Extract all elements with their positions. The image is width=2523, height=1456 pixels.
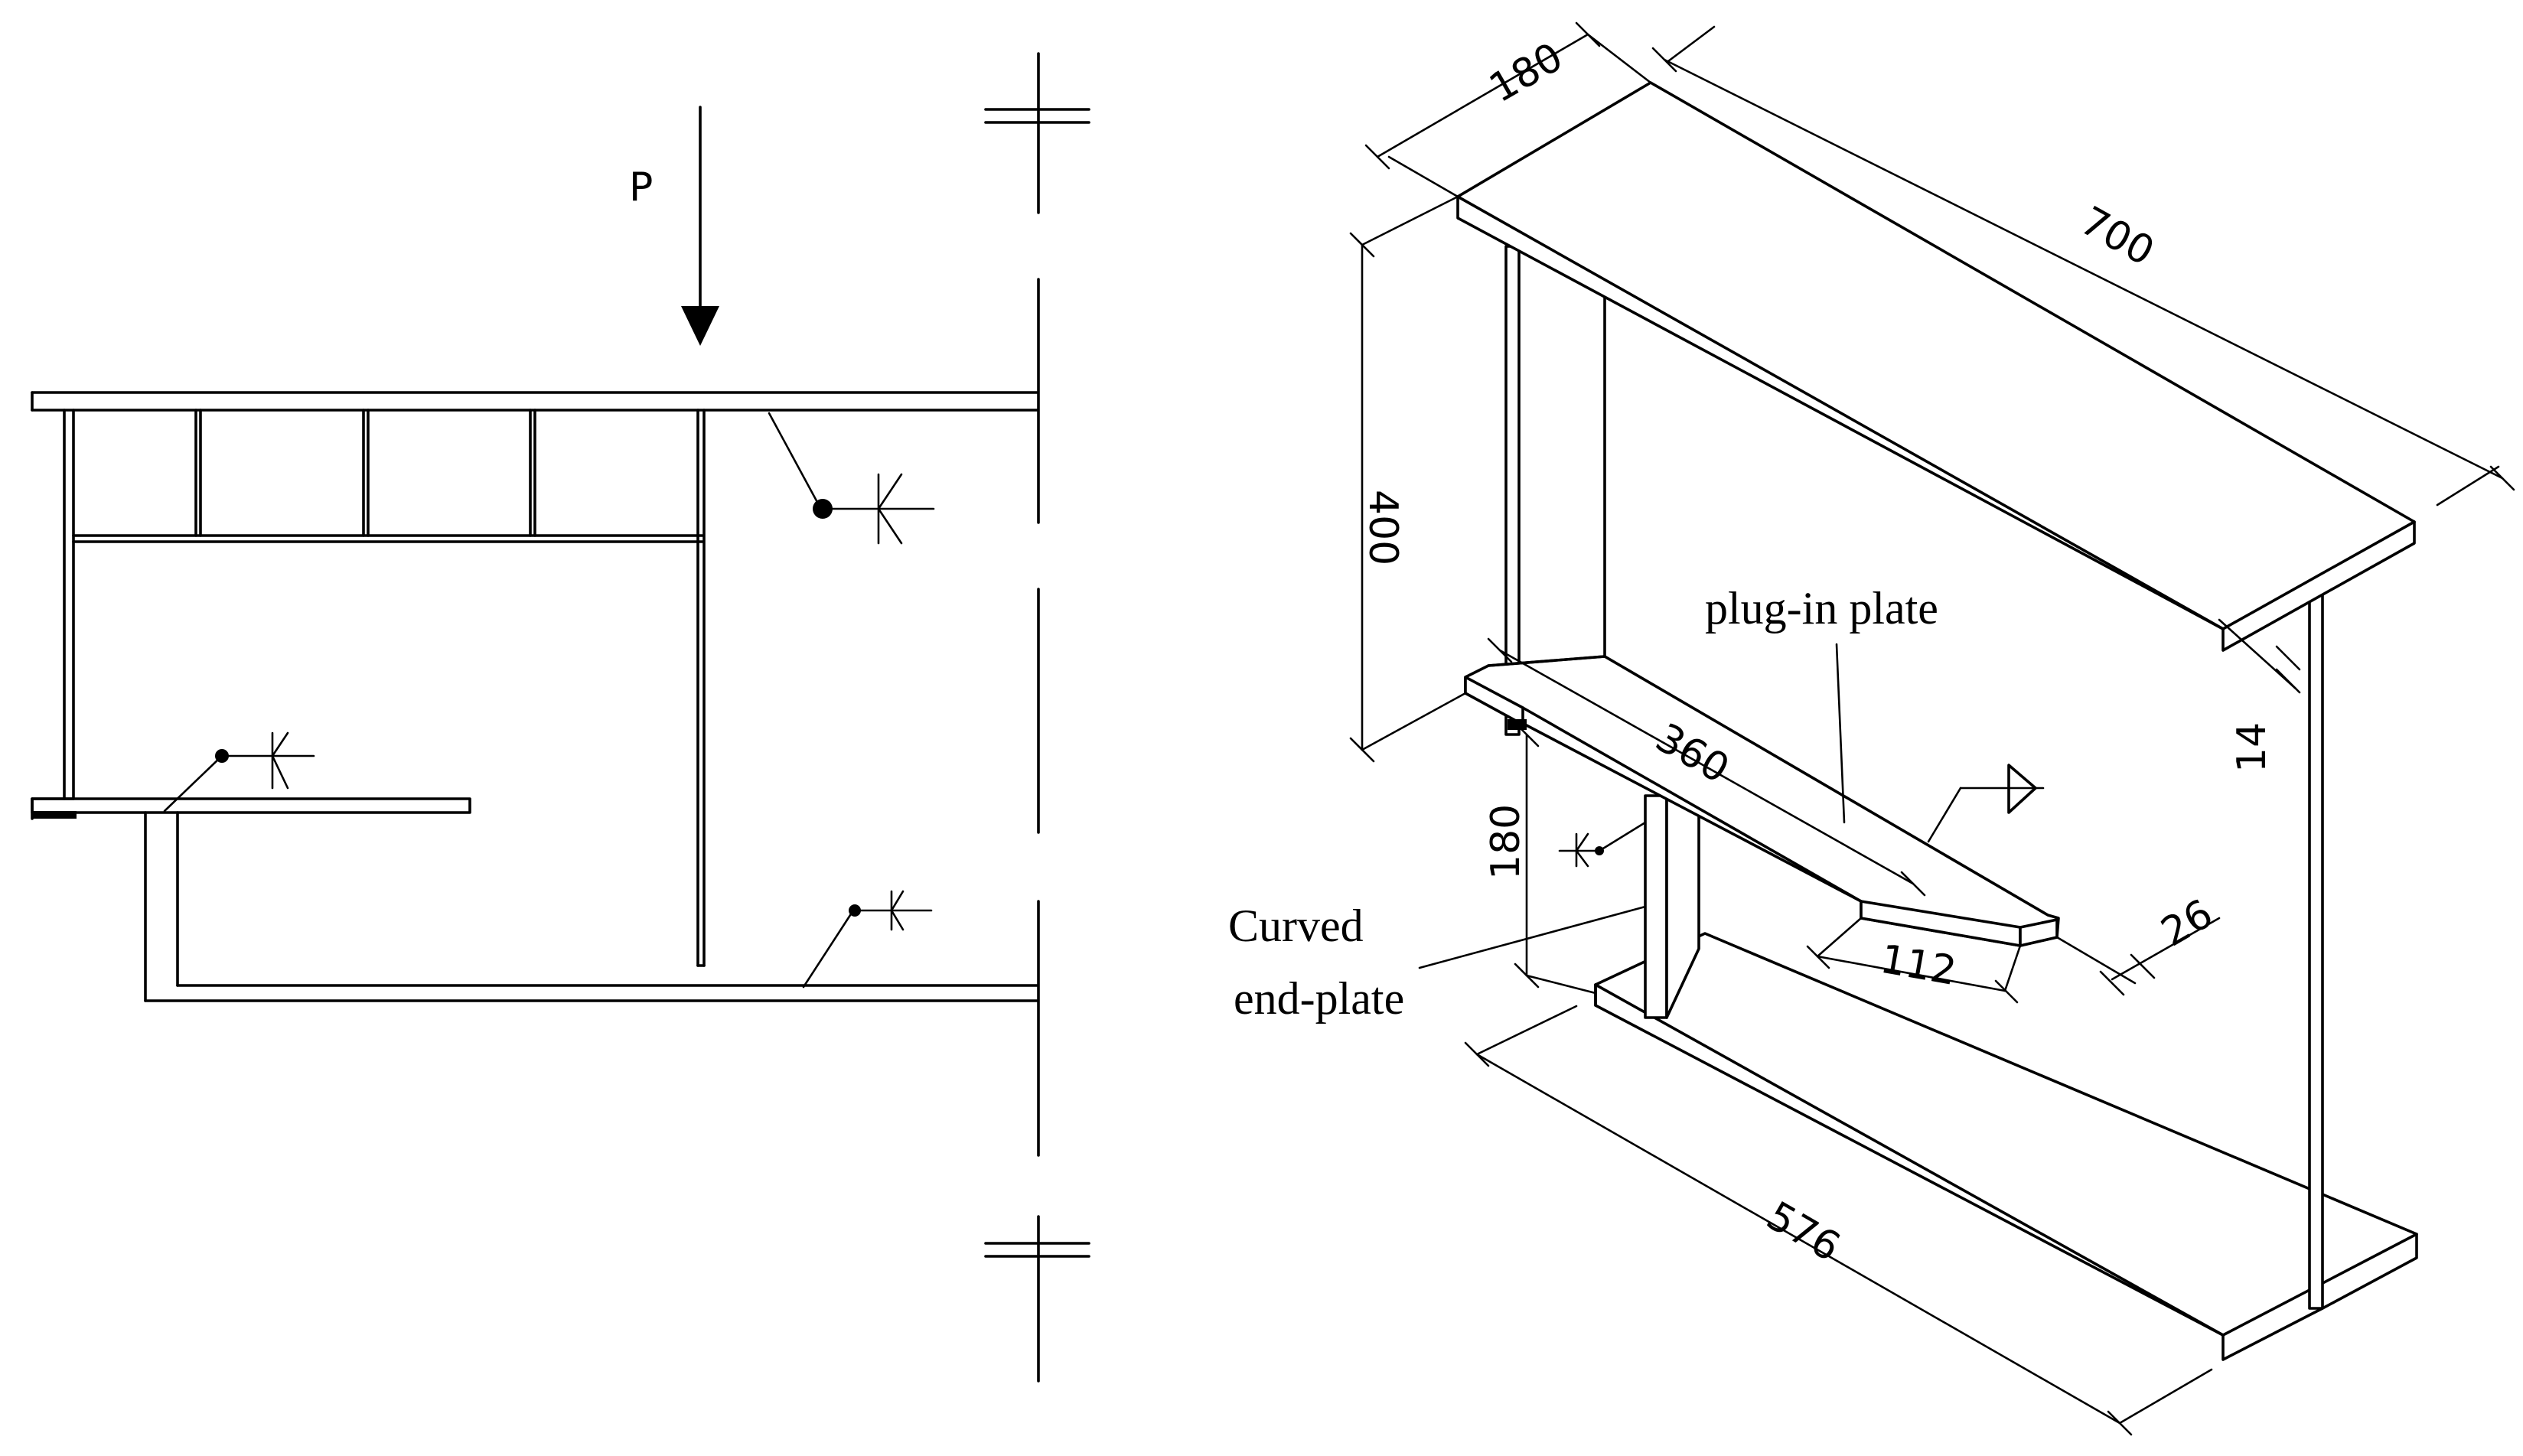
plug-in-plate	[1464, 655, 2060, 947]
dim-taper-length	[1806, 917, 2022, 1004]
label-curved-line2: end-plate	[1234, 973, 1404, 1024]
dim-beam-length-label: 700	[2073, 198, 2162, 275]
leader-curved-end-plate	[1418, 905, 1647, 969]
web-edge-plates	[1504, 245, 2324, 1310]
elevation-view: P	[31, 52, 1090, 1383]
isometric-view: 180 700 400 14	[1228, 21, 2515, 1436]
leader-plug-in-plate	[1835, 643, 1846, 824]
dim-plate-thickness	[2055, 917, 2221, 996]
dim-flange-thickness-label: 14	[2229, 722, 2275, 773]
dim-end-plate-height-label: 180	[1483, 804, 1529, 880]
dim-beam-length	[1651, 25, 2515, 507]
load-arrow	[681, 106, 719, 346]
bracket-plate	[31, 797, 471, 814]
bottom-flange	[1594, 932, 2418, 1361]
dim-plate-thickness-label: 26	[2154, 891, 2221, 956]
weld-symbol-top	[768, 412, 935, 545]
label-plug-in-plate: plug-in plate	[1705, 583, 1938, 634]
stiffener-cells	[72, 409, 704, 543]
web-stiffener	[696, 409, 706, 967]
beam-top-flange	[31, 391, 1038, 412]
weld-symbol-plug	[1927, 764, 2045, 843]
dim-end-plate-height	[1514, 721, 1597, 995]
curved-end-plate	[1644, 794, 1700, 1019]
column-section	[31, 409, 77, 820]
symmetry-centerline	[984, 52, 1090, 1383]
dim-flange-width	[1364, 21, 1652, 198]
label-curved-line1: Curved	[1228, 901, 1364, 951]
load-label: P	[629, 164, 653, 210]
weld-symbol-bottom	[802, 890, 933, 989]
weld-symbol-end-plate	[1558, 821, 1647, 868]
dim-flange-thickness	[2218, 618, 2301, 694]
weld-symbol-bracket	[163, 731, 315, 813]
dim-taper-length-label: 112	[1877, 936, 1960, 995]
dim-bottom-length	[1464, 1005, 2213, 1436]
top-flange	[1456, 81, 2416, 652]
dim-flange-width-label: 180	[1482, 34, 1571, 112]
beam-bottom-flange	[144, 811, 1038, 1002]
dim-plug-length	[1487, 637, 1926, 897]
dim-beam-depth-label: 400	[1360, 490, 1406, 565]
dim-beam-depth	[1349, 195, 1467, 763]
